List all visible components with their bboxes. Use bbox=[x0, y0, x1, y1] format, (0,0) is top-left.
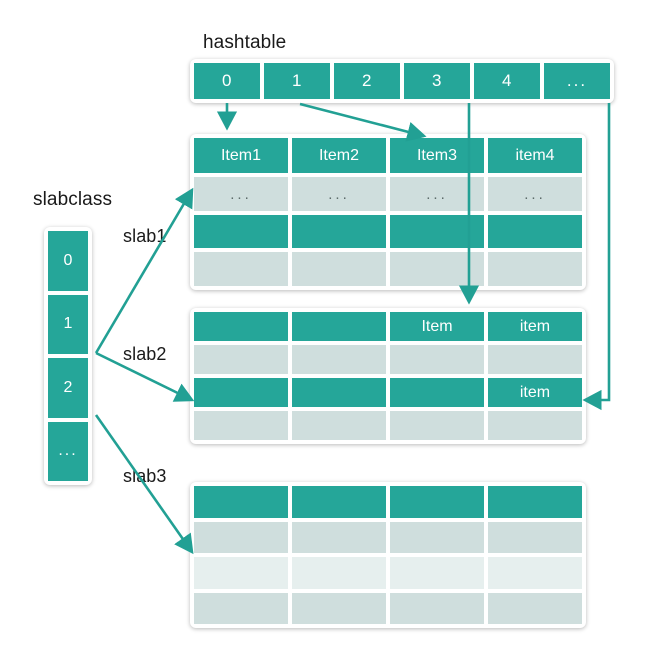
table2-r1-c2[interactable] bbox=[390, 345, 484, 374]
table1-r1-c0[interactable]: ... bbox=[194, 177, 288, 211]
hashtable-cell-2[interactable]: 2 bbox=[334, 63, 400, 99]
table-row: ... ... ... ... bbox=[194, 177, 582, 211]
table3-r3-c3[interactable] bbox=[488, 592, 582, 624]
hashtable-array: 0 1 2 3 4 ... bbox=[190, 59, 614, 103]
hashtable-cell-1[interactable]: 1 bbox=[264, 63, 330, 99]
table2-r3-c1[interactable] bbox=[292, 411, 386, 440]
table3-r2-c1[interactable] bbox=[292, 557, 386, 589]
table-row: item bbox=[194, 378, 582, 407]
connector-slab1 bbox=[94, 187, 194, 354]
table3-r0-c2[interactable] bbox=[390, 486, 484, 518]
table-row bbox=[194, 214, 582, 249]
table3-r3-c0[interactable] bbox=[194, 592, 288, 624]
table1-r0-c3[interactable]: item4 bbox=[488, 138, 582, 174]
slab2-table: Item item item bbox=[190, 308, 586, 444]
table1-r3-c3[interactable] bbox=[488, 252, 582, 286]
table2-r0-c3[interactable]: item bbox=[488, 312, 582, 341]
slabclass-array: 0 1 2 ... bbox=[44, 227, 92, 485]
slabclass-cell-1[interactable]: 1 bbox=[48, 294, 88, 354]
table-row: Item1 Item2 Item3 item4 bbox=[194, 138, 582, 174]
table-row bbox=[194, 252, 582, 286]
slab3-table bbox=[190, 482, 586, 628]
table1-r2-c0[interactable] bbox=[194, 214, 288, 249]
connector-hash1-to-item3 bbox=[299, 102, 427, 142]
table2-r2-c3[interactable]: item bbox=[488, 378, 582, 407]
table2-r3-c0[interactable] bbox=[194, 411, 288, 440]
table2-r0-c2[interactable]: Item bbox=[390, 312, 484, 341]
table-row bbox=[194, 345, 582, 374]
table2-r1-c1[interactable] bbox=[292, 345, 386, 374]
table2-r1-c0[interactable] bbox=[194, 345, 288, 374]
slabclass-label: slabclass bbox=[33, 189, 113, 210]
hashtable-cell-4[interactable]: 4 bbox=[474, 63, 540, 99]
table3-r1-c1[interactable] bbox=[292, 521, 386, 553]
slab3-label: slab3 bbox=[123, 466, 167, 486]
connector-hashdots-to-item bbox=[582, 103, 611, 411]
table3-r1-c0[interactable] bbox=[194, 521, 288, 553]
table2-r2-c1[interactable] bbox=[292, 378, 386, 407]
table1-r1-c1[interactable]: ... bbox=[292, 177, 386, 211]
hashtable-cell-0[interactable]: 0 bbox=[194, 63, 260, 99]
table-row bbox=[194, 521, 582, 553]
table3-r0-c3[interactable] bbox=[488, 486, 582, 518]
table3-r1-c3[interactable] bbox=[488, 521, 582, 553]
table3-r2-c3[interactable] bbox=[488, 557, 582, 589]
table3-r3-c2[interactable] bbox=[390, 592, 484, 624]
table-row bbox=[194, 411, 582, 440]
table1-r3-c0[interactable] bbox=[194, 252, 288, 286]
table1-r0-c0[interactable]: Item1 bbox=[194, 138, 288, 174]
table1-r1-c3[interactable]: ... bbox=[488, 177, 582, 211]
slabclass-cell-0[interactable]: 0 bbox=[48, 231, 88, 291]
table3-r2-c0[interactable] bbox=[194, 557, 288, 589]
table2-r0-c1[interactable] bbox=[292, 312, 386, 341]
slab2-label: slab2 bbox=[123, 344, 167, 364]
table2-r3-c2[interactable] bbox=[390, 411, 484, 440]
table3-r1-c2[interactable] bbox=[390, 521, 484, 553]
table1-r2-c1[interactable] bbox=[292, 214, 386, 249]
table2-r1-c3[interactable] bbox=[488, 345, 582, 374]
table-row bbox=[194, 557, 582, 589]
table1-r2-c2[interactable] bbox=[390, 214, 484, 249]
table1-r0-c1[interactable]: Item2 bbox=[292, 138, 386, 174]
hashtable-cell-3[interactable]: 3 bbox=[404, 63, 470, 99]
table1-r1-c2[interactable]: ... bbox=[390, 177, 484, 211]
slab1-label: slab1 bbox=[123, 226, 167, 246]
table1-r0-c2[interactable]: Item3 bbox=[390, 138, 484, 174]
table-row bbox=[194, 592, 582, 624]
table2-r3-c3[interactable] bbox=[488, 411, 582, 440]
table1-r3-c1[interactable] bbox=[292, 252, 386, 286]
table1-r2-c3[interactable] bbox=[488, 214, 582, 249]
slabclass-cell-2[interactable]: 2 bbox=[48, 358, 88, 418]
table2-r0-c0[interactable] bbox=[194, 312, 288, 341]
table1-r3-c2[interactable] bbox=[390, 252, 484, 286]
table2-r2-c0[interactable] bbox=[194, 378, 288, 407]
table-row: Item item bbox=[194, 312, 582, 341]
table3-r0-c1[interactable] bbox=[292, 486, 386, 518]
hashtable-label: hashtable bbox=[203, 32, 287, 53]
table2-r2-c2[interactable] bbox=[390, 378, 484, 407]
table3-r3-c1[interactable] bbox=[292, 592, 386, 624]
table3-r2-c2[interactable] bbox=[390, 557, 484, 589]
slabclass-cell-more[interactable]: ... bbox=[48, 421, 88, 481]
hashtable-cell-more[interactable]: ... bbox=[544, 63, 610, 99]
table3-r0-c0[interactable] bbox=[194, 486, 288, 518]
slab1-table: Item1 Item2 Item3 item4 ... ... ... ... bbox=[190, 134, 586, 290]
table-row bbox=[194, 486, 582, 518]
